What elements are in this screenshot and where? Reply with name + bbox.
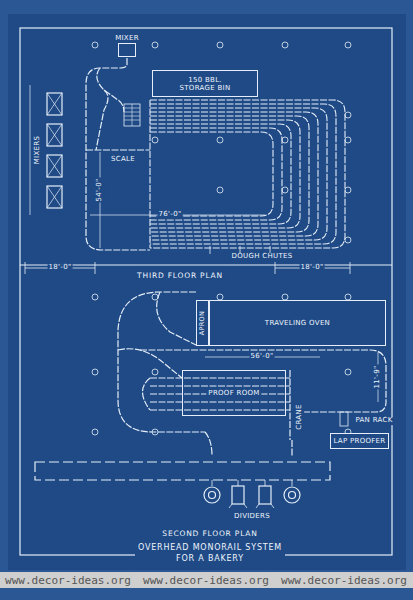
monorail-track bbox=[149, 100, 150, 248]
column-dot bbox=[345, 42, 351, 48]
dimension: 76'-0" bbox=[158, 211, 183, 219]
monorail-loop bbox=[150, 124, 291, 224]
title: OVERHEAD MONORAIL SYSTEM FOR A BAKERY bbox=[135, 543, 285, 565]
column-dot bbox=[92, 429, 98, 435]
plan-label: PAN RACK bbox=[354, 417, 393, 425]
column-dot bbox=[345, 137, 351, 143]
plan-label: CRANE bbox=[296, 403, 304, 430]
plan-label: THIRD FLOOR PLAN bbox=[136, 272, 224, 280]
monorail-loop bbox=[150, 116, 309, 232]
mixer-box: MIXER bbox=[118, 43, 136, 57]
dimension: 18'-0" bbox=[300, 264, 325, 272]
column-dot bbox=[282, 42, 288, 48]
plan-label: DIVIDERS bbox=[233, 513, 271, 521]
column-dot bbox=[217, 187, 223, 193]
monorail-loop bbox=[150, 100, 345, 248]
node-label: LAP PROOFER bbox=[333, 437, 385, 445]
monorail-loop bbox=[150, 112, 318, 236]
monorail-loop bbox=[150, 132, 273, 216]
watermark: www.decor-ideas.org bbox=[5, 574, 131, 587]
watermark: www.decor-ideas.org bbox=[281, 574, 407, 587]
column-dot bbox=[152, 294, 158, 300]
watermark: www.decor-ideas.org bbox=[143, 574, 269, 587]
column-dot bbox=[152, 429, 158, 435]
dimension: 54'-0" bbox=[96, 178, 104, 203]
plan-label: DOUGH CHUTES bbox=[231, 253, 294, 261]
lap-proofer-box: LAP PROOFER bbox=[330, 433, 389, 449]
node-label: APRON bbox=[199, 311, 206, 335]
dimension: 56'-0" bbox=[250, 353, 275, 361]
proof-room-box: PROOF ROOM bbox=[182, 370, 286, 416]
column-dot bbox=[152, 369, 158, 375]
column-dot bbox=[345, 369, 351, 375]
storage-bin: 150 BBL. STORAGE BIN bbox=[152, 70, 258, 97]
monorail-loop bbox=[150, 108, 327, 240]
column-dot bbox=[345, 237, 351, 243]
column-dot bbox=[282, 137, 288, 143]
node-label: MIXER bbox=[115, 34, 139, 42]
monorail-loop bbox=[150, 128, 282, 220]
dimension: 18'-0" bbox=[48, 264, 73, 272]
node-label: TRAVELING OVEN bbox=[265, 319, 330, 327]
column-dot bbox=[152, 42, 158, 48]
apron-box: APRON bbox=[196, 300, 209, 346]
node-label: PROOF ROOM bbox=[206, 389, 261, 397]
column-dot bbox=[92, 369, 98, 375]
node-label: 150 BBL. STORAGE BIN bbox=[170, 75, 240, 91]
plan-label: SECOND FLOOR PLAN bbox=[161, 530, 258, 538]
column-dot bbox=[282, 187, 288, 193]
column-dot bbox=[217, 42, 223, 48]
plan-label: MIXERS bbox=[34, 135, 42, 165]
oven-box: TRAVELING OVEN bbox=[209, 300, 386, 346]
column-dot bbox=[345, 112, 351, 118]
plan-label: SCALE bbox=[110, 156, 136, 164]
monorail-loop bbox=[150, 120, 300, 228]
monorail-loop bbox=[150, 104, 336, 244]
column-dot bbox=[92, 42, 98, 48]
column-dot bbox=[152, 137, 158, 143]
column-dot bbox=[92, 294, 98, 300]
column-dot bbox=[217, 137, 223, 143]
column-dot bbox=[345, 187, 351, 193]
dimension: 11'-9" bbox=[374, 365, 382, 390]
